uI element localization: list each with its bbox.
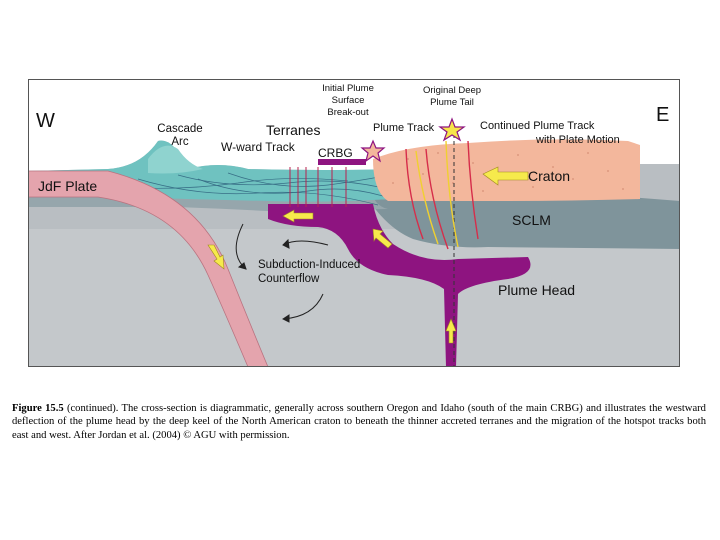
figure-caption: Figure 15.5 (continued). The cross-secti…: [12, 402, 706, 442]
plate-motion-arrow: [482, 166, 529, 186]
plume-updip-arrow: [372, 228, 393, 249]
craton-crust: [373, 139, 640, 201]
sclm-label: SCLM: [512, 212, 551, 228]
original-tail-label-2: Plume Tail: [430, 97, 474, 108]
original-plume-star: [438, 117, 466, 142]
figure-frame: [28, 79, 680, 367]
sclm-layer: [368, 197, 680, 249]
cascade-label-1: Cascade: [157, 123, 202, 135]
slab-descent-arrow: [207, 244, 225, 270]
yellow-arrows: [207, 166, 529, 344]
wward-track-label: W-ward Track: [221, 140, 296, 154]
plume-westward-arrow: [282, 209, 314, 223]
original-tail-label-1: Original Deep: [423, 85, 481, 96]
counterflow-label-2: Counterflow: [258, 273, 320, 285]
craton-speckles: [392, 152, 624, 192]
terranes-label: Terranes: [266, 122, 320, 138]
west-label: W: [36, 110, 55, 132]
plume-head-label: Plume Head: [498, 282, 575, 298]
terrane-upper: [148, 145, 203, 174]
continued-track-label-2: with Plate Motion: [535, 134, 620, 146]
caption-text: (continued). The cross-section is diagra…: [12, 403, 706, 441]
sky-region: [28, 79, 680, 171]
cascade-label-2: Arc: [171, 136, 189, 148]
counterflow-label-1: Subduction-Induced: [258, 259, 360, 271]
figure-number: Figure 15.5: [12, 403, 64, 414]
counterflow-arrows: [235, 223, 329, 323]
east-label: E: [656, 104, 669, 126]
crbg-marker: [318, 159, 366, 165]
crbg-label: CRBG: [318, 146, 353, 160]
jdf-plate-label: JdF Plate: [38, 178, 97, 194]
initial-plume-label-1: Initial Plume: [322, 83, 374, 94]
craton-plume-track-lines: [405, 140, 479, 250]
initial-breakout-star: [360, 139, 386, 163]
w-ward-track-lines: [289, 167, 347, 207]
continued-track-label-1: Continued Plume Track: [480, 120, 595, 132]
plume-tail-arrow: [445, 318, 457, 344]
cross-section-diagram: W E Cascade Arc Terranes W-ward Track CR…: [28, 79, 680, 367]
jdf-plate: [28, 170, 269, 367]
initial-plume-label-3: Break-out: [327, 107, 369, 118]
plume-track-label: Plume Track: [373, 122, 435, 134]
initial-plume-label-2: Surface: [332, 95, 365, 106]
craton-label: Craton: [528, 168, 570, 184]
